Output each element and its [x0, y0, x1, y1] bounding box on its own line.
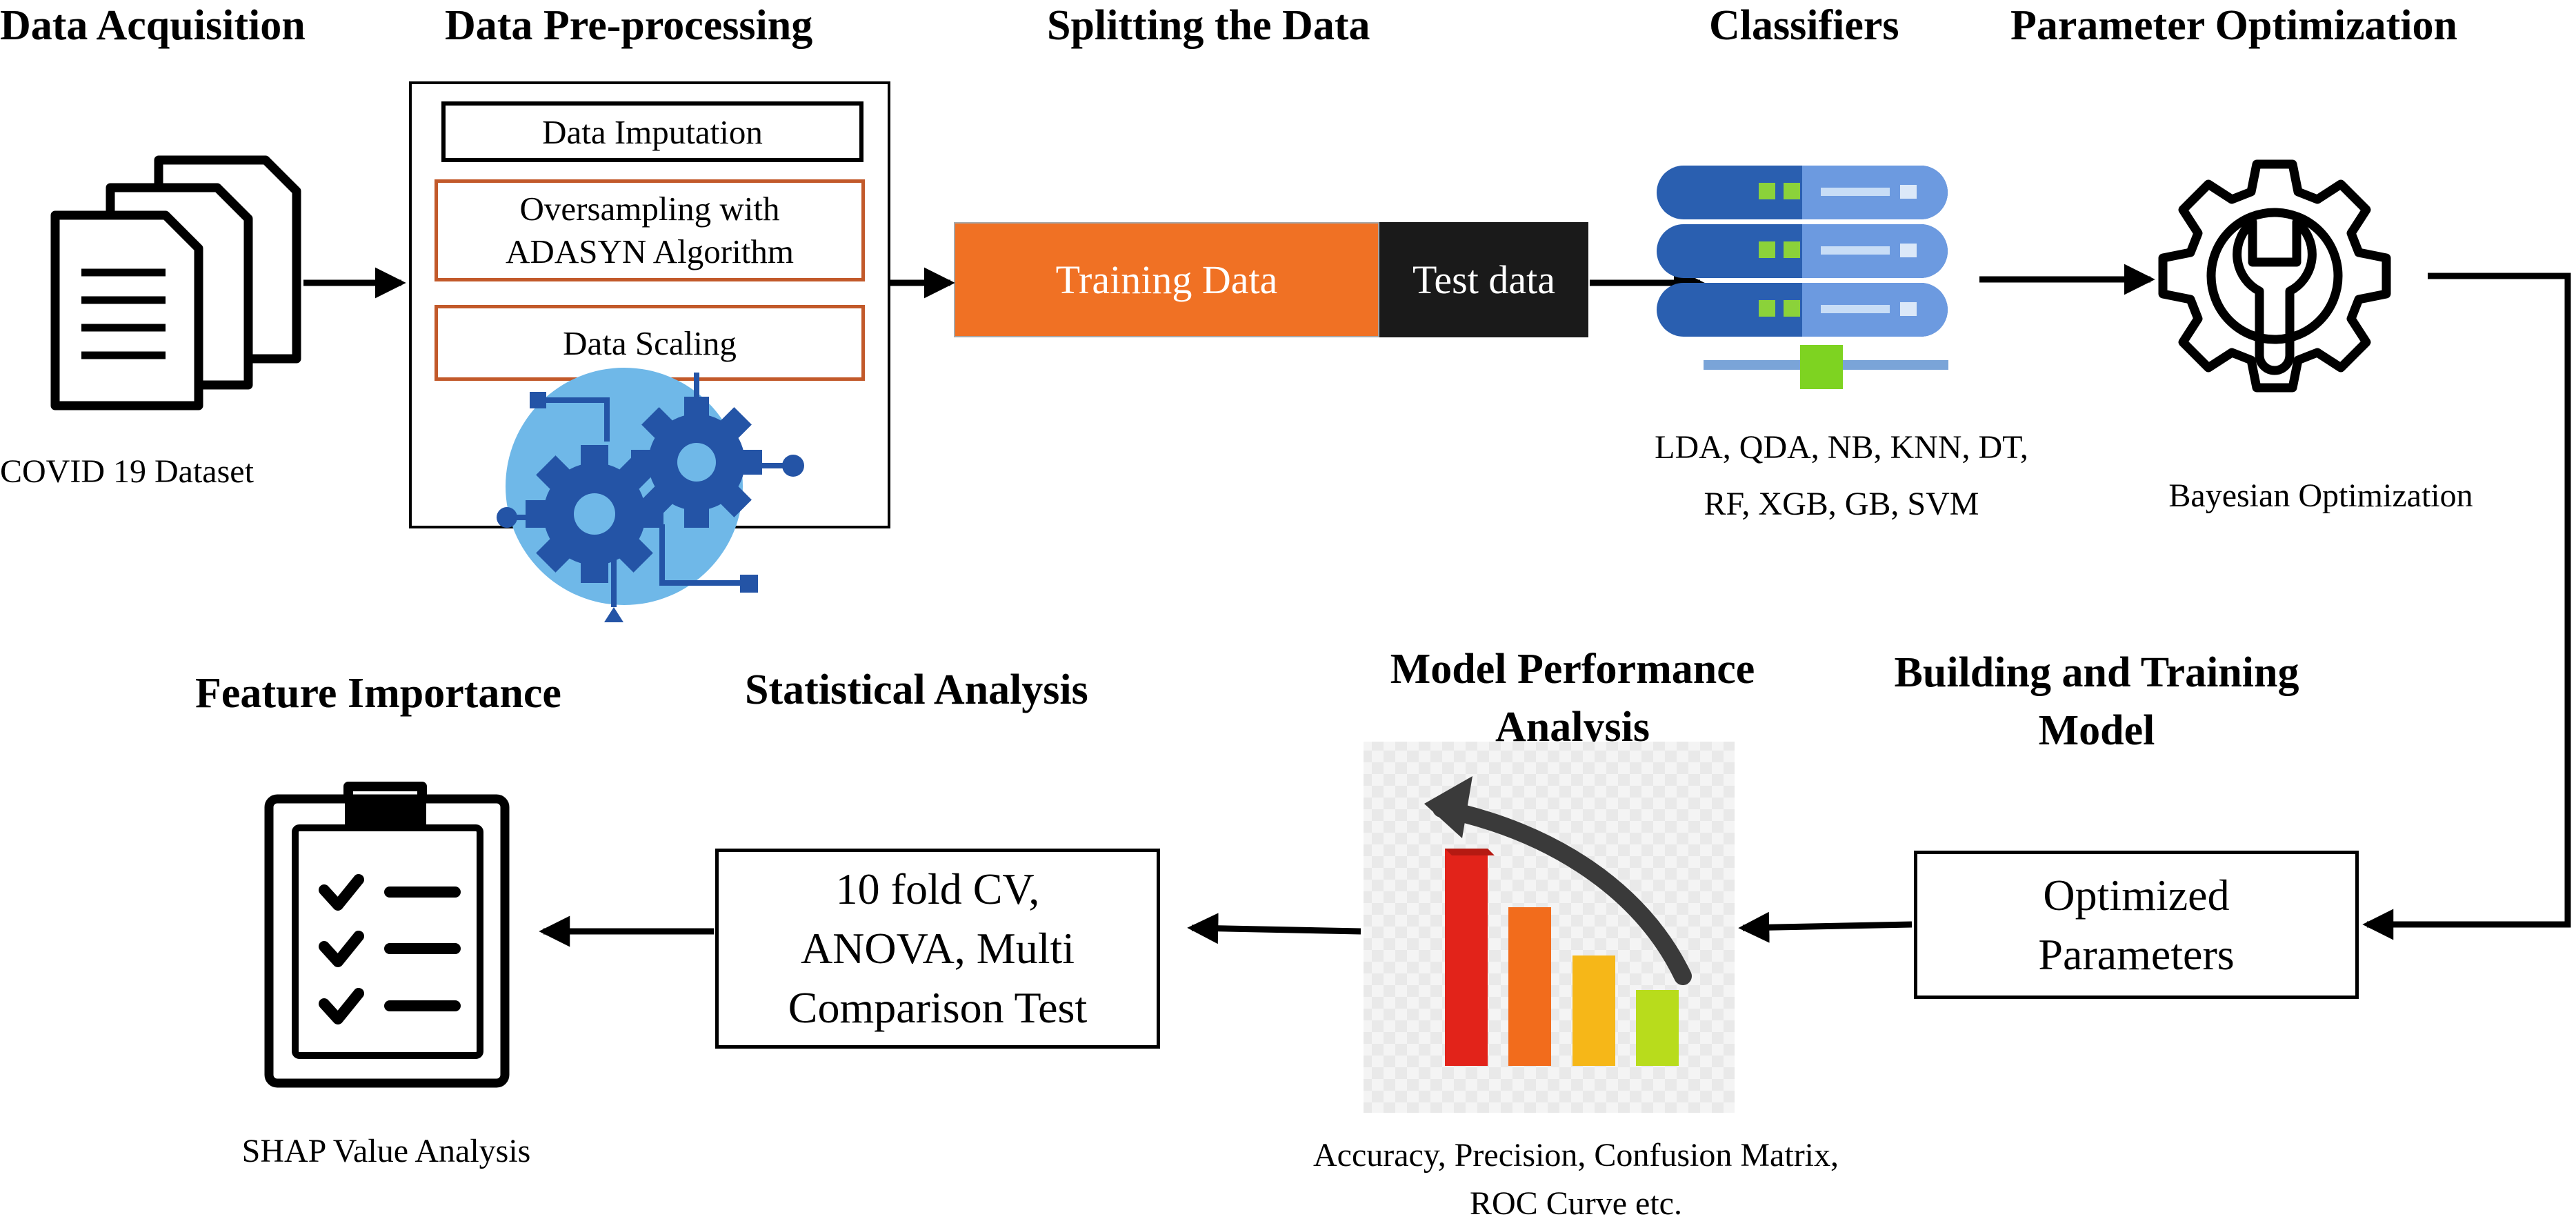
arrow-building-to-performance — [1738, 911, 1913, 943]
heading-data-preprocessing: Data Pre-processing — [445, 2, 813, 49]
caption-classifier-line1: LDA, QDA, NB, KNN, DT, — [1655, 429, 2028, 466]
caption-performance-metrics: Accuracy, Precision, Confusion Matrix, R… — [1241, 1131, 1910, 1228]
step-data-imputation: Data Imputation — [441, 101, 863, 162]
server-stack-icon — [1657, 166, 1948, 389]
heading-parameter-optimization: Parameter Optimization — [2010, 2, 2457, 49]
performance-bar-3 — [1572, 955, 1615, 1066]
step-oversampling-line1: Oversampling with — [519, 190, 780, 228]
statistical-tests-line1: 10 fold CV, — [835, 864, 1040, 913]
arrow-optimization-to-building — [2362, 273, 2571, 940]
performance-bar-1 — [1445, 849, 1488, 1066]
gears-circuit-icon — [497, 368, 804, 622]
declining-bar-chart-icon — [1364, 742, 1735, 1113]
heading-classifiers: Classifiers — [1709, 2, 1899, 49]
performance-bar-4 — [1636, 990, 1679, 1066]
caption-performance-line1: Accuracy, Precision, Confusion Matrix, — [1312, 1137, 1839, 1173]
statistical-tests-box: 10 fold CV, ANOVA, Multi Comparison Test — [715, 849, 1160, 1049]
arrow-performance-to-statistics — [1187, 913, 1361, 944]
statistical-tests-line2: ANOVA, Multi — [800, 924, 1075, 973]
heading-model-performance-line1: Model Performance — [1390, 646, 1755, 693]
caption-covid-dataset: COVID 19 Dataset — [0, 453, 254, 490]
caption-classifier-line2: RF, XGB, GB, SVM — [1704, 486, 1979, 522]
heading-building-training-line1: Building and Training — [1894, 649, 2299, 696]
optimized-parameters-line1: Optimized — [2043, 870, 2230, 920]
split-training-data: Training Data — [954, 222, 1379, 337]
optimized-parameters-line2: Parameters — [2038, 929, 2235, 979]
statistical-tests-line3: Comparison Test — [788, 983, 1088, 1032]
heading-splitting-data: Splitting the Data — [1047, 2, 1370, 49]
caption-bayesian-optimization: Bayesian Optimization — [2168, 477, 2473, 514]
flow-arrows — [303, 264, 2571, 947]
gear-wrench-icon — [2158, 159, 2391, 393]
caption-performance-line2: ROC Curve etc. — [1470, 1185, 1682, 1222]
optimized-parameters-box: Optimized Parameters — [1914, 851, 2359, 999]
clipboard-checklist-icon — [264, 782, 510, 1088]
documents-stack-icon — [50, 155, 301, 410]
caption-shap-analysis: SHAP Value Analysis — [241, 1133, 531, 1169]
split-test-data: Test data — [1379, 222, 1588, 337]
heading-feature-importance: Feature Importance — [195, 670, 561, 717]
heading-building-training-line2: Model — [2038, 707, 2155, 754]
heading-data-acquisition: Data Acquisition — [0, 2, 306, 49]
heading-building-training: Building and Training Model — [1831, 644, 2362, 760]
step-oversampling-line2: ADASYN Algorithm — [506, 232, 794, 270]
heading-statistical-analysis: Statistical Analysis — [745, 666, 1088, 713]
performance-bar-2 — [1508, 907, 1551, 1066]
caption-classifier-list: LDA, QDA, NB, KNN, DT, RF, XGB, GB, SVM — [1572, 419, 2110, 533]
step-oversampling-adasyn: Oversampling with ADASYN Algorithm — [435, 179, 865, 281]
